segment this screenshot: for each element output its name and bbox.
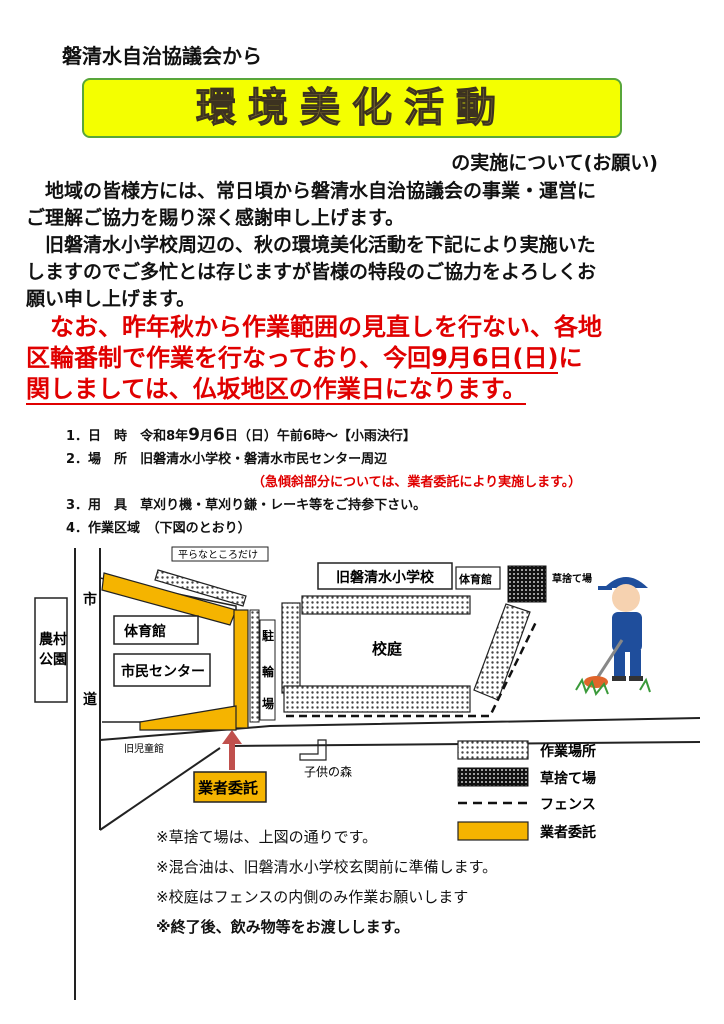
note-fuel: ※混合油は、旧磐清水小学校玄関前に準備します。: [156, 858, 498, 876]
childrens-forest-label: 子供の森: [304, 764, 352, 779]
flat-only-label: 平らなところだけ: [178, 549, 258, 561]
work-area-right-diagonal: [473, 603, 531, 701]
para2-line3: 願い申し上げます。: [26, 288, 196, 310]
title-banner: 環境美化活動: [82, 78, 622, 138]
worker-illustration: [575, 577, 651, 697]
grass-dump-map-label: 草捨て場: [552, 572, 592, 585]
page-title: 環境美化活動: [196, 85, 508, 132]
para1-line1: 地域の皆様方には、常日頃から磐清水自治協議会の事業・運営に: [45, 180, 597, 202]
childrens-forest-path: [299, 739, 327, 761]
para2-line1: 旧磐清水小学校周辺の、秋の環境美化活動を下記により実施いた: [45, 234, 596, 256]
farm-park-label-1: 農村: [39, 631, 67, 648]
item-datetime: 1．日 時 令和8年9月6日（日）午前6時～【小雨決行】: [66, 425, 416, 445]
item-place: 2．場 所 旧磐清水小学校・磐清水市民センター周辺: [66, 452, 388, 467]
civic-center-box: [113, 653, 211, 687]
civic-center-label: 市民センター: [121, 663, 205, 680]
legend-contractor-swatch: [457, 821, 529, 841]
flat-label-box: [171, 546, 269, 562]
schoolyard-label: 校庭: [372, 640, 403, 658]
road-lower-left: [99, 747, 221, 831]
details-list: 1．日 時 令和8年9月6日（日）午前6時～【小雨決行】 2．場 所 旧磐清水小…: [66, 424, 581, 540]
parking-label-2: 輪: [262, 664, 275, 679]
road-label-1: 市: [83, 591, 97, 608]
work-area-left: [281, 602, 301, 694]
legend-dump-label: 草捨て場: [540, 770, 596, 787]
contractor-arrow: [222, 730, 242, 770]
old-school-label: 旧磐清水小学校: [336, 569, 435, 586]
road-main-upper: [99, 717, 701, 741]
gym-right-box: [455, 566, 501, 590]
notice-date: 9月6日(日): [431, 344, 559, 374]
notice-text: なお、昨年秋から作業範囲の見直しを行ない、各地 区輪番制で作業を行なっており、今…: [26, 312, 702, 405]
farm-park-label-2: 公園: [39, 652, 67, 668]
gym-left-label: 体育館: [124, 623, 166, 640]
footnotes: ※草捨て場は、上図の通りです。 ※混合油は、旧磐清水小学校玄関前に準備します。 …: [156, 822, 497, 942]
contractor-area-bottom: [139, 705, 237, 731]
item-area: 4．作業区域 （下図のとおり）: [66, 521, 251, 536]
fence-line: [286, 621, 538, 718]
parking-label-3: 場: [262, 696, 274, 711]
contractor-area-diagonal: [101, 572, 237, 626]
contractor-callout-box: [193, 771, 267, 803]
page-subtitle: の実施について(お願い): [451, 152, 658, 174]
legend-fence-label: フェンス: [540, 797, 596, 813]
work-area-bottom: [283, 685, 471, 713]
work-area-flat-strip: [154, 569, 247, 607]
legend-dump-swatch: [457, 767, 529, 787]
greeting-text: 地域の皆様方には、常日頃から磐清水自治協議会の事業・運営に ご理解ご協力を賜り深…: [26, 178, 698, 313]
notice-line3: 関しましては、仏坂地区の作業日になります。: [26, 375, 527, 405]
grass-dump-area: [507, 565, 547, 603]
notice-line2: 区輪番制で作業を行なっており、今回9月6日(日)に: [26, 344, 583, 374]
work-area-parking-strip: [249, 609, 260, 723]
note-schoolyard: ※校庭はフェンスの内側のみ作業お願いします: [156, 888, 469, 906]
contractor-callout-label: 業者委託: [197, 779, 258, 797]
contractor-area-slope: [233, 609, 249, 729]
gym-right-label: 体育館: [459, 572, 492, 586]
note-dump: ※草捨て場は、上図の通りです。: [156, 828, 378, 846]
parking-label-1: 駐: [262, 628, 274, 643]
farm-park-box: [34, 597, 68, 703]
organizer-line: 磐清水自治協議会から: [62, 44, 262, 68]
notice-line1: なお、昨年秋から作業範囲の見直しを行ない、各地: [50, 313, 602, 341]
work-area-top: [301, 595, 471, 615]
legend-work-label: 作業場所: [540, 743, 596, 760]
old-school-box: [317, 562, 453, 590]
note-drinks: ※終了後、飲み物等をお渡しします。: [156, 918, 410, 936]
legend-contractor-label: 業者委託: [539, 824, 596, 841]
legend-work-swatch: [457, 740, 529, 760]
road-label-2: 道: [83, 691, 97, 708]
item-place-note: （急傾斜部分については、業者委託により実施します。）: [252, 475, 582, 490]
para2-line2: しますのでご多忙とは存じますが皆様の特段のご協力をよろしくお: [26, 261, 597, 283]
old-childrens-hall-label: 旧児童館: [124, 742, 164, 755]
item-tools: 3．用 具 草刈り機・草刈り鎌・レーキ等をご持参下さい。: [66, 498, 427, 513]
gym-left-box: [113, 615, 199, 645]
parking-box: [259, 619, 276, 721]
para1-line2: ご理解ご協力を賜り深く感謝申し上げます。: [26, 207, 405, 229]
